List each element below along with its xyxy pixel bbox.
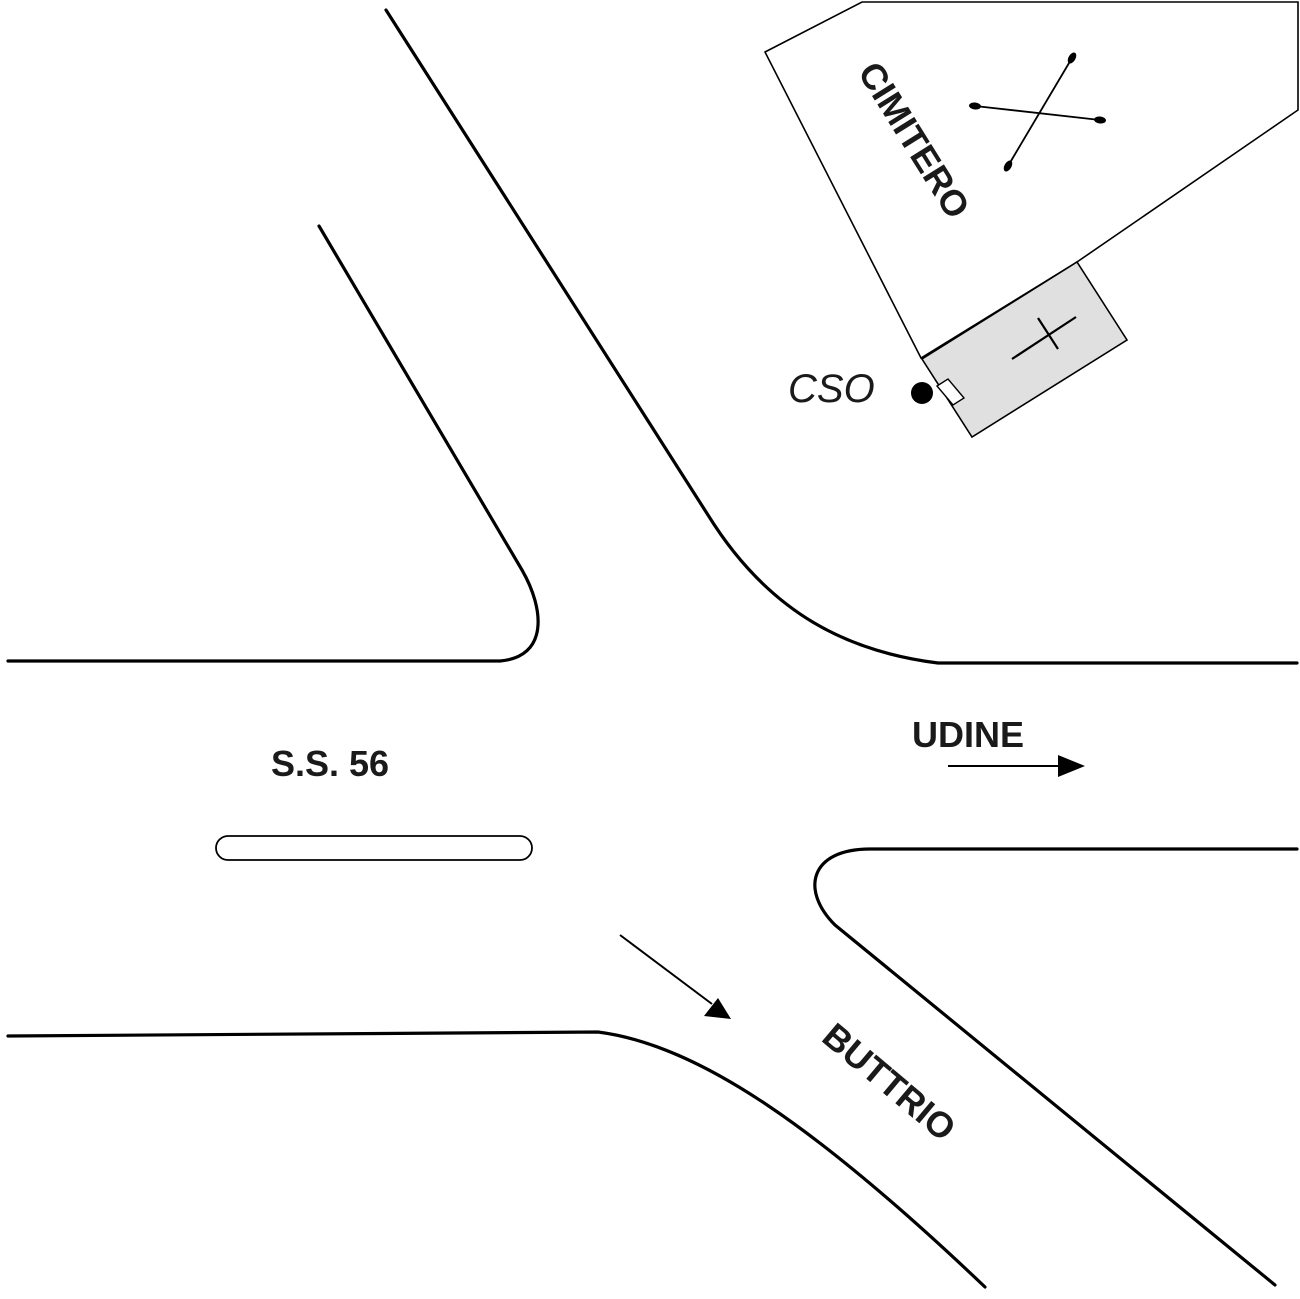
road-edge-north-west (6, 224, 540, 663)
arrow-right-icon (948, 755, 1085, 777)
arrow-down-right-icon (619, 934, 731, 1019)
road-edge-south-east (813, 847, 1299, 1287)
cso-label: CSO (788, 367, 875, 411)
buttrio-label: BUTTRIO (815, 1015, 964, 1149)
cemetery-area (763, 1, 1299, 360)
chapel-entrance (935, 378, 966, 406)
road-edge-south-west (6, 1030, 987, 1289)
point-marker-icon (911, 382, 933, 404)
traffic-island (215, 835, 533, 861)
cross-icon (1011, 316, 1077, 360)
road-edge-north-east (384, 8, 1299, 665)
road-label: S.S. 56 (271, 743, 389, 784)
crossed-torches-icon (969, 52, 1106, 172)
udine-label: UDINE (912, 714, 1024, 755)
